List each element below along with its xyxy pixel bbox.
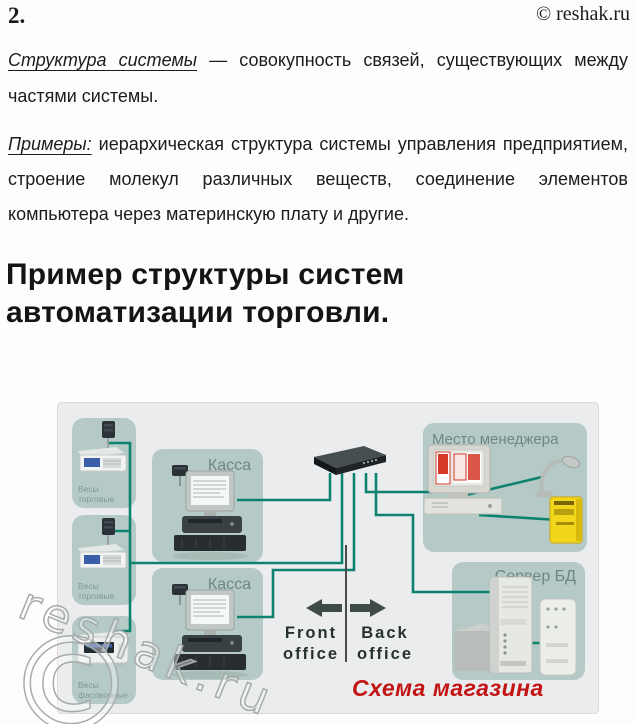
scales-3-label: Весы фасовочные <box>78 680 128 700</box>
scales-1-label: Весы торговые <box>78 484 115 504</box>
definition-paragraph: Структура системы — совокупность связей,… <box>8 42 628 114</box>
diagram-caption: Схема магазина <box>352 675 544 701</box>
back-office-label: Back office <box>356 624 413 663</box>
copyright-note: © reshak.ru <box>535 3 630 25</box>
pos-terminal-illustration <box>172 584 248 679</box>
scales-2-label: Весы торговые <box>78 581 115 601</box>
definition-term: Структура системы <box>8 50 198 70</box>
office-divider <box>345 545 347 662</box>
direction-arrow-icon <box>306 599 386 617</box>
page-number: 2. <box>8 3 26 28</box>
trading-scale-illustration <box>78 421 127 472</box>
examples-term: Примеры: <box>8 134 92 154</box>
manager-label: Место менеджера <box>432 431 559 448</box>
examples-paragraph: Примеры: иерархическая структура системы… <box>8 127 628 232</box>
page-header: 2. © reshak.ru <box>0 0 636 29</box>
desk-lamp-illustration <box>535 455 581 498</box>
db-server-illustration <box>454 576 577 676</box>
kassa-1-label: Касса <box>207 457 251 474</box>
manager-computer-illustration <box>424 444 503 515</box>
yellow-terminal-illustration <box>549 496 583 544</box>
front-office-label: Front office <box>282 624 339 663</box>
network-switch-illustration <box>314 446 386 475</box>
examples-text: иерархическая структура системы управлен… <box>8 134 628 224</box>
packing-scale-illustration <box>77 631 130 666</box>
section-heading: Пример структуры систем автоматизации то… <box>6 258 405 329</box>
pos-terminal-illustration <box>172 465 248 560</box>
trading-scale-illustration <box>78 518 127 569</box>
definition-text: — совокупность связей, существующих межд… <box>8 50 628 106</box>
store-diagram: Весы торговые Весы торговые Весы фасовоч… <box>57 402 599 714</box>
